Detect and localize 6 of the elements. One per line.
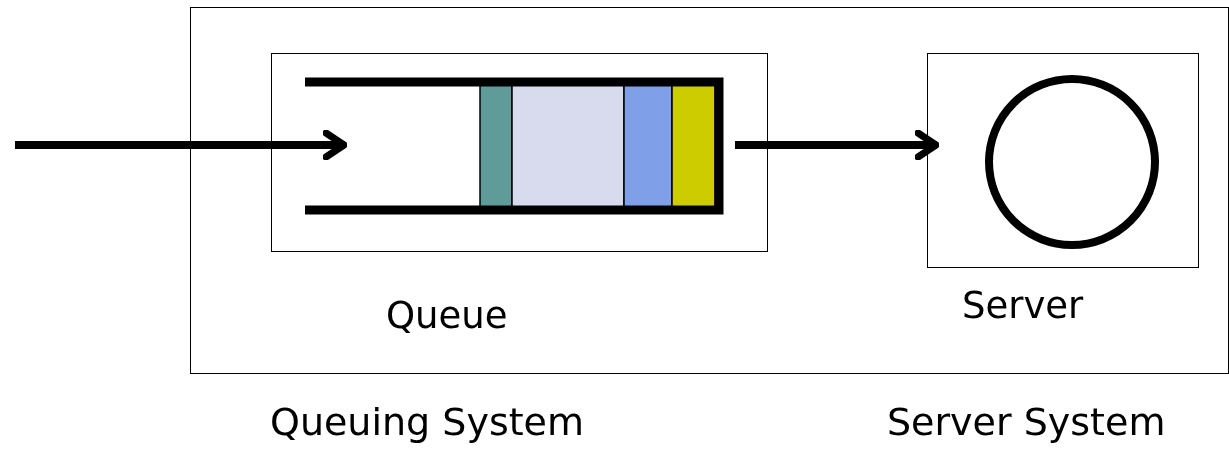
node-label: Server — [962, 284, 1084, 327]
system-label: Queuing System — [270, 400, 584, 444]
system-box — [190, 7, 1229, 374]
node-label: Queue — [386, 294, 508, 337]
server-circle — [985, 75, 1159, 249]
system-label: Server System — [887, 400, 1166, 444]
